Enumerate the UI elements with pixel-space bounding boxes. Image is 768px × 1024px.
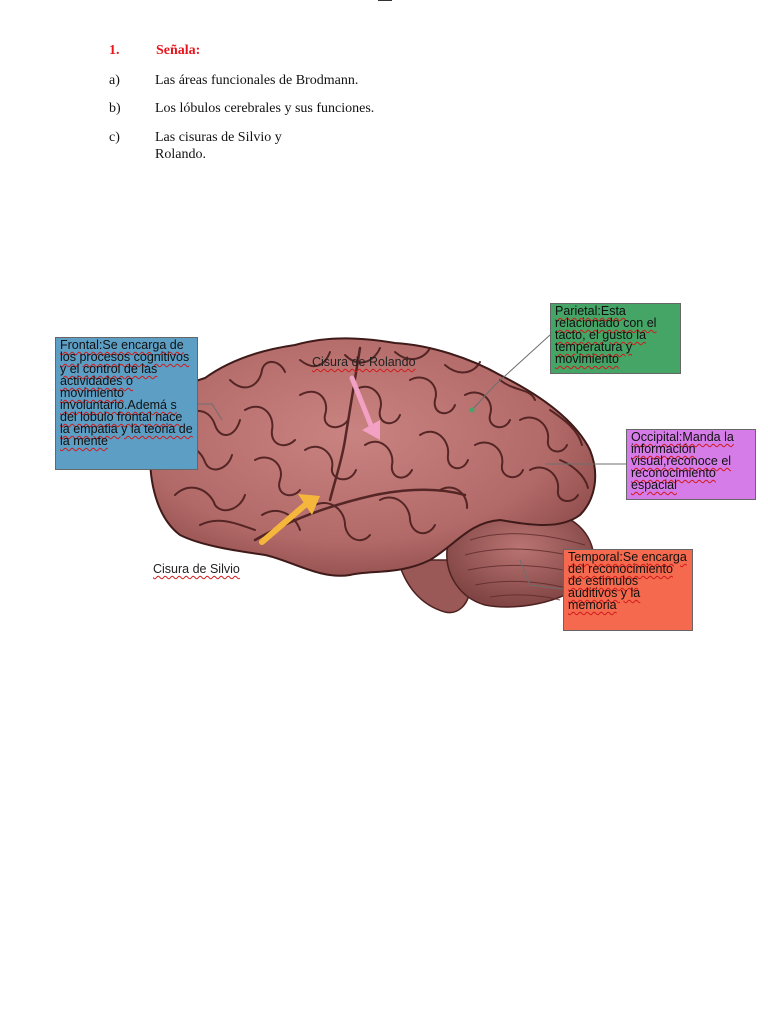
list-item-letter: b) <box>109 101 121 116</box>
frontal-connector <box>198 403 223 421</box>
question-heading: 1. Señala: <box>109 43 200 59</box>
silvio-label-text: Cisura de Silvio <box>153 562 240 576</box>
occipital-callout-text: Occipital:Manda la información visual,re… <box>631 430 734 492</box>
frontal-callout-text: Frontal:Se encarga de los procesos cogni… <box>60 338 193 448</box>
parietal-connector <box>471 334 551 411</box>
temporal-callout: Temporal:Se encarga del reconocimiento d… <box>563 549 693 631</box>
question-title: Señala: <box>156 43 201 58</box>
parietal-callout-text: Parietal:Esta relacionado con el tacto, … <box>555 304 657 366</box>
rolando-arrow <box>349 375 380 440</box>
list-item-text: Los lóbulos cerebrales y sus funciones. <box>155 101 375 116</box>
temporal-callout-text: Temporal:Se encarga del reconocimiento d… <box>568 550 687 612</box>
question-number: 1. <box>109 43 120 58</box>
frontal-callout: Frontal:Se encarga de los procesos cogni… <box>55 337 198 470</box>
page-top-mark <box>378 0 392 1</box>
temporal-connector <box>519 559 564 590</box>
list-item-letter: c) <box>109 130 120 145</box>
parietal-callout: Parietal:Esta relacionado con el tacto, … <box>550 303 681 374</box>
list-item-letter: a) <box>109 73 120 88</box>
list-item-text: Las cisuras de Silvio y Rolando. <box>155 130 282 162</box>
silvio-label: Cisura de Silvio <box>153 562 240 576</box>
occipital-callout: Occipital:Manda la información visual,re… <box>626 429 756 500</box>
rolando-label-text: Cisura de Rolando <box>312 355 416 369</box>
silvio-arrow <box>259 494 320 545</box>
rolando-label: Cisura de Rolando <box>312 355 416 369</box>
list-item-text: Las áreas funcionales de Brodmann. <box>155 73 359 88</box>
